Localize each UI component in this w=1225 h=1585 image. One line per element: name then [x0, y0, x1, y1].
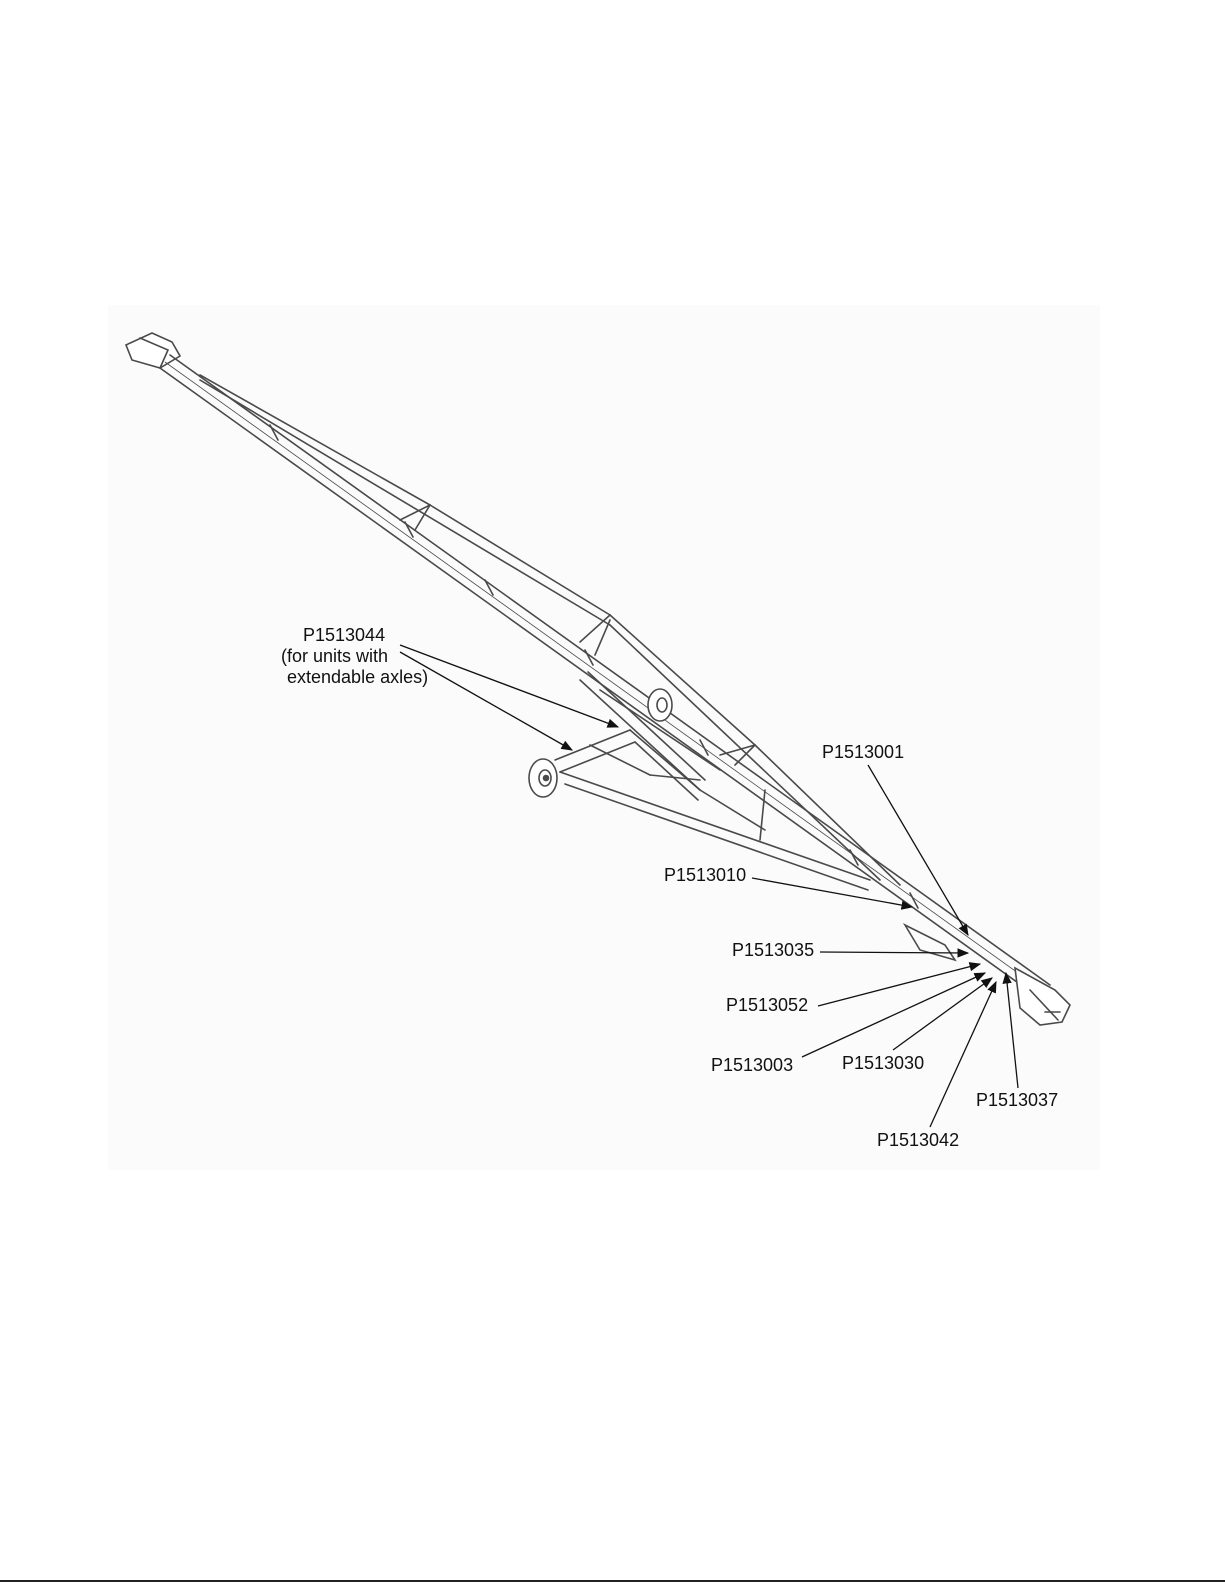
leader-p1513010 — [752, 878, 912, 907]
callout-p1513003: P1513003 — [711, 1055, 793, 1076]
callout-p1513035: P1513035 — [732, 940, 814, 961]
leader-p1513037 — [1006, 973, 1018, 1088]
callout-p1513052: P1513052 — [726, 995, 808, 1016]
callout-p1513042: P1513042 — [877, 1130, 959, 1151]
callout-p1513010: P1513010 — [664, 865, 746, 886]
leader-p1513035 — [820, 952, 968, 953]
wheel-icon — [648, 689, 672, 721]
footer-rule — [0, 1580, 1225, 1582]
callout-p1513044-note-1: (for units with — [281, 646, 388, 667]
callout-p1513044: P1513044 — [303, 625, 385, 646]
wheel-icon — [529, 759, 557, 797]
callout-p1513030: P1513030 — [842, 1053, 924, 1074]
leader-p1513003 — [802, 973, 985, 1057]
callout-p1513001: P1513001 — [822, 742, 904, 763]
callout-p1513044-note-2: extendable axles) — [287, 667, 428, 688]
auger-tube — [126, 333, 1070, 1025]
undercarriage — [555, 672, 870, 890]
leader-p1513001 — [868, 765, 968, 935]
callout-p1513037: P1513037 — [976, 1090, 1058, 1111]
leader-p1513052 — [818, 964, 980, 1006]
leader-lines — [400, 645, 1018, 1127]
leader-p1513030 — [893, 978, 992, 1050]
